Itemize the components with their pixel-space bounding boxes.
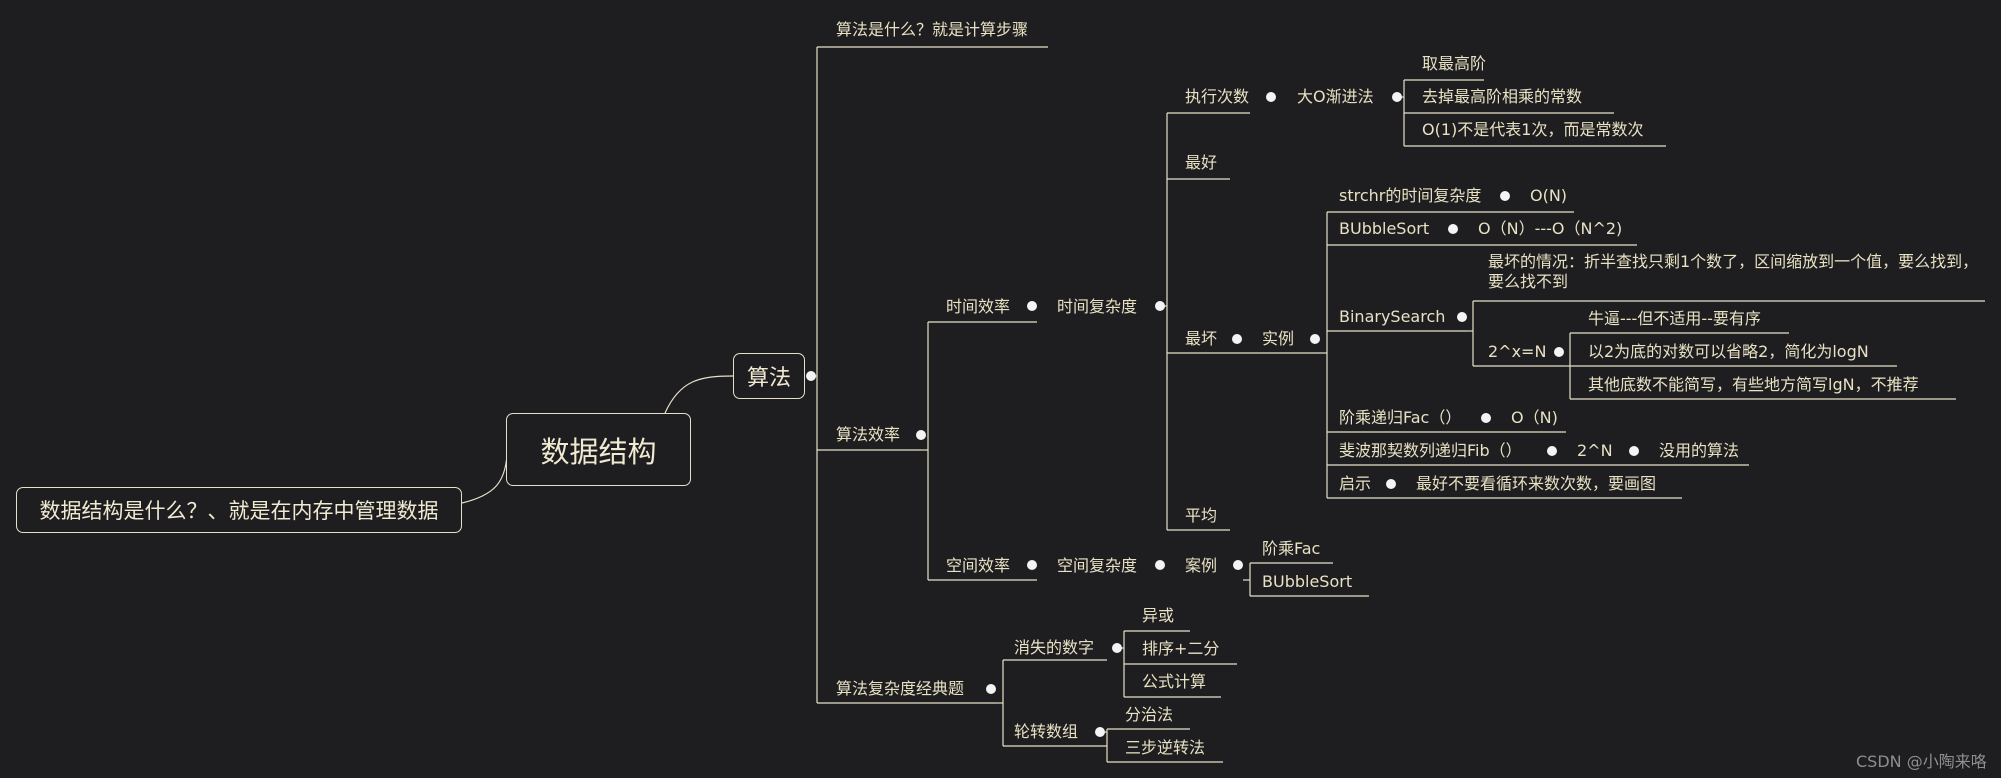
fibonacci-complexity[interactable]: 2^N (1577, 441, 1613, 460)
rotate-array-node[interactable]: 轮转数组 (1014, 722, 1079, 741)
insight-dot[interactable] (1386, 479, 1396, 489)
time-complexity-node[interactable]: 时间复杂度 (1057, 297, 1138, 316)
rotate-method-2[interactable]: 三步逆转法 (1125, 738, 1206, 757)
space-complexity-node[interactable]: 空间复杂度 (1057, 556, 1138, 575)
strchr-node[interactable]: strchr的时间复杂度 (1339, 186, 1482, 205)
binary-search-node[interactable]: BinarySearch (1339, 307, 1446, 326)
classic-problems-node[interactable]: 算法复杂度经典题 (836, 679, 965, 698)
fibonacci-dot[interactable] (1547, 446, 1557, 456)
missing-method-3[interactable]: 公式计算 (1142, 672, 1207, 691)
rotate-array-dot[interactable] (1095, 727, 1105, 737)
watermark: CSDN @小陶来咯 (1856, 752, 1987, 771)
examples-dot[interactable] (1310, 334, 1320, 344)
case-node[interactable]: 案例 (1185, 556, 1218, 575)
algo-node[interactable]: 算法 (733, 353, 805, 399)
log-equation-node[interactable]: 2^x=N (1488, 342, 1547, 361)
missing-number-node[interactable]: 消失的数字 (1014, 638, 1095, 657)
space-efficiency-dot[interactable] (1027, 560, 1037, 570)
rotate-method-1[interactable]: 分治法 (1125, 705, 1174, 724)
case-bubble-sort[interactable]: BUbbleSort (1262, 572, 1353, 591)
big-o-rule-3[interactable]: O(1)不是代表1次，而是常数次 (1422, 120, 1644, 139)
strchr-dot[interactable] (1500, 191, 1510, 201)
insight-node[interactable]: 启示 (1339, 474, 1372, 493)
log-equation-dot[interactable] (1554, 347, 1564, 357)
log-note-3[interactable]: 其他底数不能简写，有些地方简写lgN，不推荐 (1588, 375, 1919, 394)
efficiency-dot[interactable] (916, 430, 926, 440)
factorial-node[interactable]: 阶乘递归Fac（） (1339, 408, 1462, 427)
space-efficiency-node[interactable]: 空间效率 (946, 556, 1011, 575)
fibonacci-complexity-dot[interactable] (1629, 446, 1639, 456)
time-efficiency-dot[interactable] (1027, 301, 1037, 311)
algo-what-node[interactable]: 算法是什么？就是计算步骤 (836, 20, 1029, 39)
classic-dot[interactable] (986, 684, 996, 694)
exec-count-dot[interactable] (1266, 92, 1276, 102)
missing-method-1[interactable]: 异或 (1142, 606, 1175, 625)
missing-number-dot[interactable] (1112, 643, 1122, 653)
time-efficiency-node[interactable]: 时间效率 (946, 297, 1011, 316)
big-o-rule-1[interactable]: 取最高阶 (1422, 54, 1487, 73)
big-o-node[interactable]: 大O渐进法 (1297, 87, 1374, 106)
space-complexity-dot[interactable] (1155, 560, 1165, 570)
case-factorial[interactable]: 阶乘Fac (1262, 539, 1321, 558)
binary-search-dot[interactable] (1457, 312, 1467, 322)
strchr-complexity[interactable]: O(N) (1530, 186, 1568, 205)
examples-node[interactable]: 实例 (1262, 329, 1295, 348)
best-case-node[interactable]: 最好 (1185, 153, 1218, 172)
worst-case-node[interactable]: 最坏 (1185, 329, 1218, 348)
left-topic-node[interactable]: 数据结构是什么？、就是在内存中管理数据 (16, 487, 462, 533)
exec-count-node[interactable]: 执行次数 (1185, 87, 1250, 106)
efficiency-node[interactable]: 算法效率 (836, 425, 901, 444)
binary-search-worst-note[interactable]: 最坏的情况：折半查找只剩1个数了，区间缩放到一个值，要么找到，要么找不到 (1488, 252, 1979, 291)
fibonacci-note[interactable]: 没用的算法 (1659, 441, 1740, 460)
algo-collapse-dot[interactable] (806, 371, 816, 381)
case-dot[interactable] (1233, 560, 1243, 570)
bubble-sort-complexity[interactable]: O（N）---O（N^2) (1478, 219, 1623, 238)
root-node[interactable]: 数据结构 (506, 413, 691, 486)
log-note-2[interactable]: 以2为底的对数可以省略2，简化为logN (1588, 342, 1869, 361)
time-complexity-dot[interactable] (1155, 301, 1165, 311)
big-o-dot[interactable] (1392, 92, 1402, 102)
average-case-node[interactable]: 平均 (1185, 506, 1218, 525)
big-o-rule-2[interactable]: 去掉最高阶相乘的常数 (1422, 87, 1583, 106)
fibonacci-node[interactable]: 斐波那契数列递归Fib（） (1339, 441, 1522, 460)
log-note-1[interactable]: 牛逼---但不适用--要有序 (1588, 309, 1761, 328)
factorial-dot[interactable] (1481, 413, 1491, 423)
missing-method-2[interactable]: 排序+二分 (1142, 639, 1220, 658)
bubble-sort-dot[interactable] (1448, 224, 1458, 234)
factorial-complexity[interactable]: O（N) (1511, 408, 1558, 427)
worst-case-dot[interactable] (1232, 334, 1242, 344)
bubble-sort-node[interactable]: BUbbleSort (1339, 219, 1430, 238)
insight-text[interactable]: 最好不要看循环来数次数，要画图 (1416, 474, 1657, 493)
